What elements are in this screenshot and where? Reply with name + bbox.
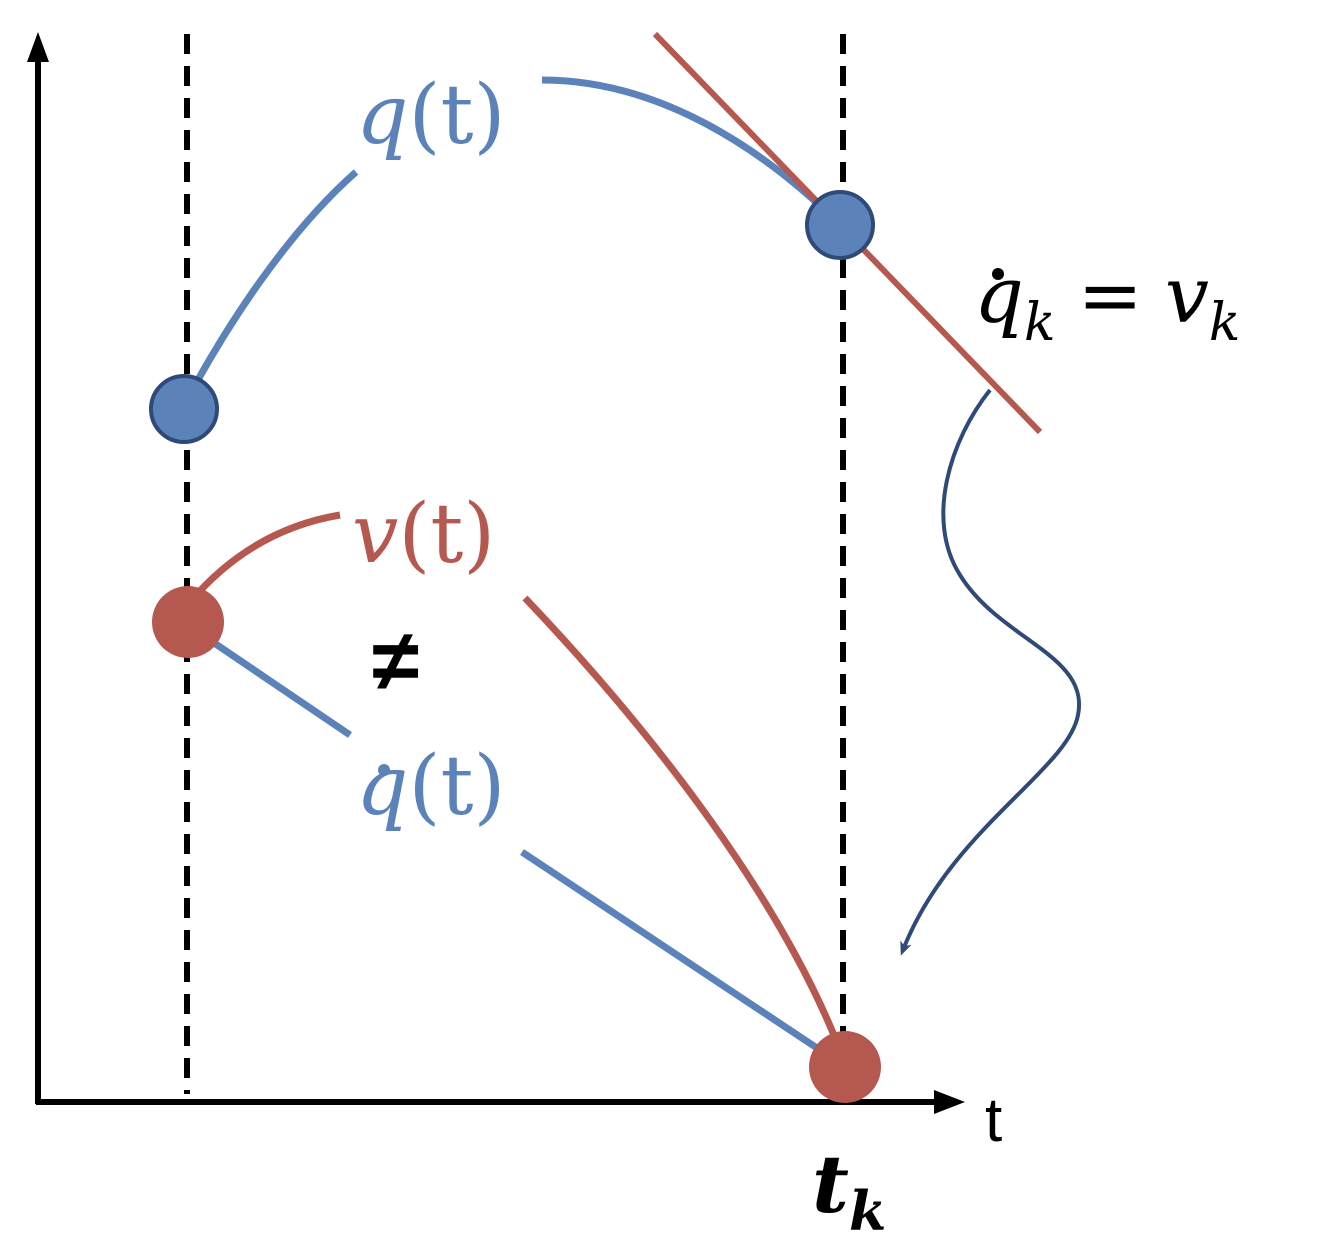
axes xyxy=(27,32,965,1114)
wavy-arrow xyxy=(900,388,1082,956)
not-equal-symbol: ≠ xyxy=(372,613,419,709)
position-derivative-label: q(t) xyxy=(356,739,505,834)
position-point-tk xyxy=(805,190,875,260)
constraint-derivative-dot xyxy=(992,268,1004,280)
position-point-start xyxy=(149,374,219,444)
constraint-label: qk=vk xyxy=(974,251,1240,353)
tk-tick-label: tk xyxy=(812,1137,886,1243)
velocity-point-start xyxy=(152,586,224,658)
velocity-curve-end xyxy=(522,595,842,1047)
position-curve-lower xyxy=(184,169,359,400)
svg-text:q(t): q(t) xyxy=(356,739,505,834)
velocity-label: v(t) xyxy=(352,487,495,582)
position-label: q(t) xyxy=(356,68,505,163)
y-axis-arrow-icon xyxy=(27,32,49,62)
position-derivative-line-start xyxy=(193,627,352,738)
velocity-curve-start xyxy=(187,511,341,605)
position-curve-upper xyxy=(541,76,843,228)
position-derivative-line-end xyxy=(520,849,837,1063)
x-axis-label: t xyxy=(985,1086,1002,1155)
derivative-dot xyxy=(378,764,390,776)
x-axis-arrow-icon xyxy=(934,1090,965,1114)
svg-text:qk=vk: qk=vk xyxy=(974,251,1240,353)
velocity-point-tk xyxy=(809,1031,881,1103)
